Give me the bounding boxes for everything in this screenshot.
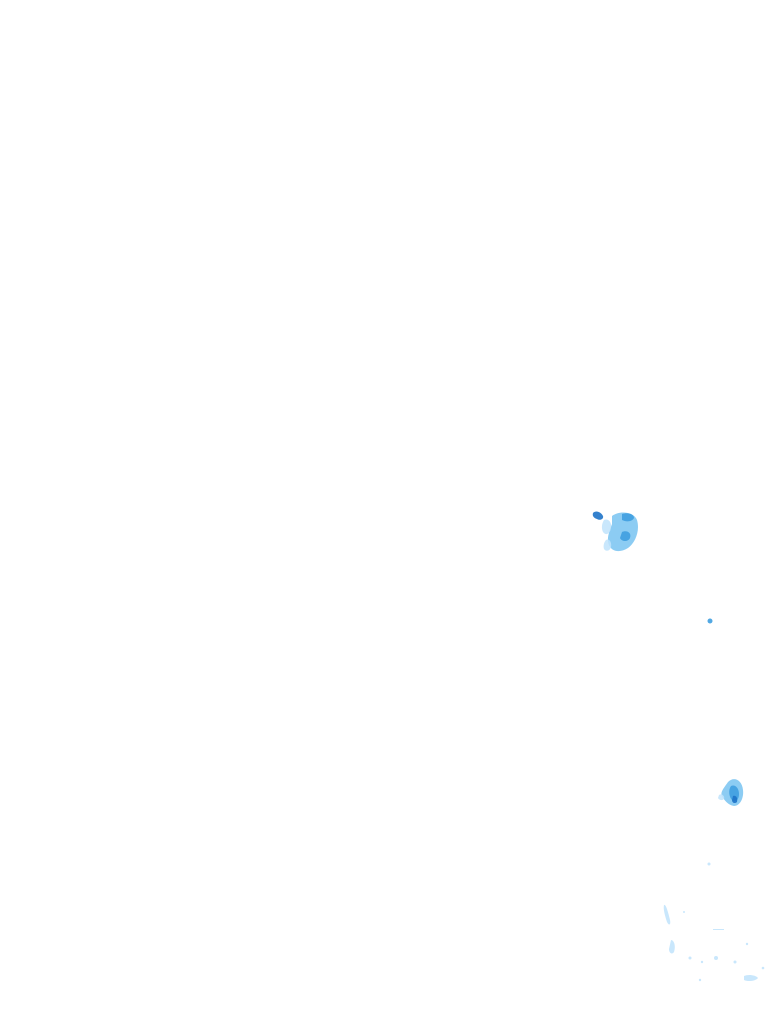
precip-blob xyxy=(620,531,631,541)
precip-dot xyxy=(745,942,749,946)
precip-streak xyxy=(713,929,724,930)
precip-blob xyxy=(622,513,634,522)
precip-cell-north xyxy=(601,512,638,552)
precip-blob xyxy=(718,794,725,801)
precip-cell-north-core xyxy=(592,511,604,520)
precip-dot xyxy=(761,966,765,970)
precip-dot xyxy=(707,862,711,866)
precip-blob xyxy=(601,519,612,535)
precip-streak xyxy=(744,974,758,982)
precip-dot xyxy=(700,960,704,964)
precip-dot xyxy=(698,978,702,982)
precip-cell-isolated xyxy=(707,618,713,624)
precip-dot xyxy=(707,618,713,624)
precip-blob xyxy=(603,539,612,551)
precip-dot xyxy=(733,960,737,964)
precip-scatter-south xyxy=(663,862,765,982)
precip-dot xyxy=(683,911,685,913)
precip-streak xyxy=(669,940,675,954)
precip-cell-east xyxy=(718,779,744,806)
precip-dot xyxy=(688,956,692,960)
precip-blob xyxy=(732,795,738,804)
precip-streak xyxy=(663,904,671,925)
precip-blob xyxy=(592,511,604,520)
precip-dot xyxy=(714,956,718,960)
